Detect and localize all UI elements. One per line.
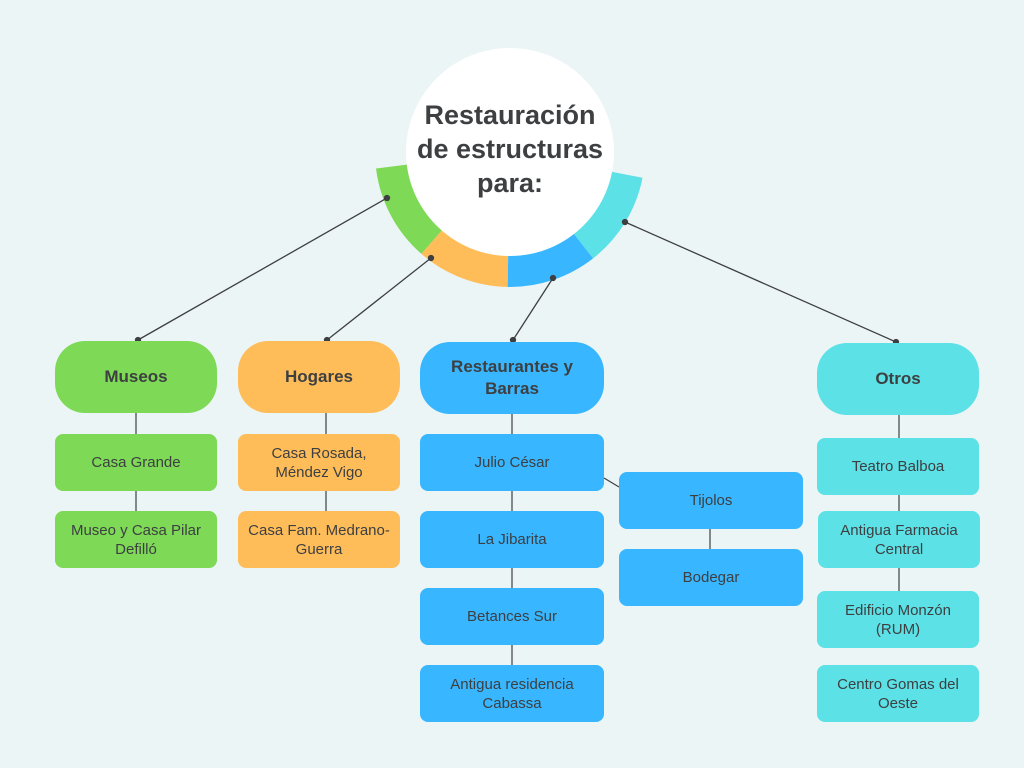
item-label: Julio César xyxy=(474,454,550,471)
connector-dot xyxy=(383,194,391,202)
item-node[interactable]: Betances Sur xyxy=(420,588,604,645)
item-node[interactable]: Antigua residencia Cabassa xyxy=(420,665,604,722)
item-node[interactable]: Teatro Balboa xyxy=(817,438,979,495)
category-restaurantes-y-barras[interactable]: Restaurantes y Barras xyxy=(420,342,604,414)
item-label: Edificio Monzón (RUM) xyxy=(845,601,951,638)
connector-hogares xyxy=(326,257,432,341)
item-label: Casa Grande xyxy=(91,454,181,471)
item-node[interactable]: Museo y Casa Pilar Defilló xyxy=(55,511,217,568)
connector-otros xyxy=(624,221,897,343)
category-hogares[interactable]: Hogares xyxy=(238,341,400,413)
central-topic: Restauración de estructuras para: xyxy=(406,48,614,256)
item-label: Betances Sur xyxy=(466,608,558,625)
item-node[interactable]: Centro Gomas del Oeste xyxy=(817,665,979,722)
connector-restaurantes xyxy=(512,277,554,341)
item-node[interactable]: Julio César xyxy=(420,434,604,491)
ring-segment-restaurantes xyxy=(507,230,594,287)
item-label: Casa Fam. Medrano-Guerra xyxy=(248,521,390,558)
item-label: Tijolos xyxy=(689,492,733,509)
item-label: Centro Gomas del Oeste xyxy=(837,675,959,712)
connector-dot xyxy=(621,218,629,226)
connector-dot xyxy=(427,254,435,262)
item-label: Museo y Casa Pilar Defilló xyxy=(70,521,202,558)
item-node[interactable]: Antigua Farmacia Central xyxy=(818,511,980,568)
item-label: Teatro Balboa xyxy=(851,458,945,475)
category-label: Museos xyxy=(104,367,168,386)
item-label: Antigua residencia Cabassa xyxy=(450,675,574,712)
connector-dot xyxy=(549,274,557,282)
item-node[interactable]: Casa Rosada, Méndez Vigo xyxy=(238,434,400,491)
branch-item-node[interactable]: Tijolos xyxy=(619,472,803,529)
item-node[interactable]: La Jibarita xyxy=(420,511,604,568)
category-otros[interactable]: Otros xyxy=(817,343,979,415)
ring-segment-hogares xyxy=(421,227,509,287)
item-node[interactable]: Edificio Monzón (RUM) xyxy=(817,591,979,648)
category-museos[interactable]: Museos xyxy=(55,341,217,413)
branch-line xyxy=(603,477,620,488)
item-label: Bodegar xyxy=(682,569,740,586)
ring-segment-museos xyxy=(376,164,445,254)
category-label: Hogares xyxy=(284,367,354,386)
ring-segment-otros xyxy=(571,171,643,259)
category-label: Otros xyxy=(875,369,921,388)
item-node[interactable]: Casa Grande xyxy=(55,434,217,491)
item-node[interactable]: Casa Fam. Medrano-Guerra xyxy=(238,511,400,568)
category-label: Restaurantes y Barras xyxy=(451,357,573,398)
central-topic-title: Restauración de estructuras para: xyxy=(416,100,604,198)
item-label: La Jibarita xyxy=(477,531,547,548)
branch-item-node[interactable]: Bodegar xyxy=(619,549,803,606)
item-label: Antigua Farmacia Central xyxy=(840,521,958,558)
connector-museos xyxy=(137,197,388,341)
item-label: Casa Rosada, Méndez Vigo xyxy=(271,444,367,481)
